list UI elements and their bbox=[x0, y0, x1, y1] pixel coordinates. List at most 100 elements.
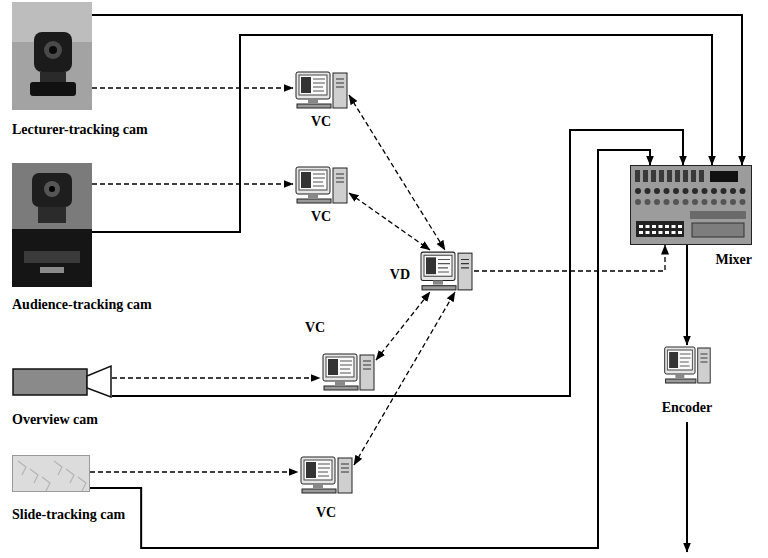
computer-tower bbox=[336, 174, 344, 182]
mixer-fader bbox=[635, 170, 640, 182]
computer-screen bbox=[328, 359, 338, 375]
mixer-knob bbox=[702, 188, 708, 194]
computer-screen bbox=[306, 462, 316, 478]
computer-node: Encoder bbox=[662, 345, 712, 385]
mixer-knob bbox=[730, 188, 736, 194]
computer-node: VC bbox=[298, 455, 354, 495]
camera-icon bbox=[12, 2, 92, 110]
computer-screen bbox=[424, 255, 452, 276]
computer-tower bbox=[360, 355, 374, 390]
mixer-button bbox=[665, 231, 669, 234]
control-link bbox=[92, 183, 293, 184]
node-label: VC bbox=[311, 209, 331, 224]
computer-node: VC bbox=[320, 352, 376, 392]
camera-body bbox=[13, 369, 87, 395]
computer-tower bbox=[333, 73, 347, 108]
computer-stand bbox=[675, 374, 684, 378]
computer-screen bbox=[669, 352, 678, 368]
mixer-knob bbox=[664, 188, 670, 194]
camera-lens bbox=[49, 46, 57, 54]
mixer-knob bbox=[702, 199, 708, 205]
video-link bbox=[90, 150, 650, 548]
mixer-knob bbox=[683, 188, 689, 194]
computer-icon bbox=[293, 165, 349, 205]
output-arrow bbox=[686, 422, 688, 552]
mixer-knob bbox=[635, 199, 641, 205]
mixer-knob bbox=[654, 188, 660, 194]
mixer-buttons bbox=[636, 221, 684, 237]
video-link bbox=[92, 15, 742, 165]
camera-housing bbox=[12, 229, 92, 287]
computer-tower bbox=[461, 259, 469, 267]
computer-node: VD bbox=[418, 250, 474, 292]
photo-texture bbox=[78, 477, 86, 491]
mixer-fader bbox=[667, 170, 672, 182]
photo-ground bbox=[12, 2, 92, 110]
computer-stand bbox=[335, 381, 345, 385]
mixer-panel bbox=[692, 223, 744, 237]
computer-icon bbox=[298, 455, 354, 495]
mixer-knob bbox=[730, 199, 736, 205]
computer-tower bbox=[336, 79, 344, 87]
mixer-knob bbox=[683, 199, 689, 205]
computer-screen bbox=[301, 172, 311, 188]
camera-node: Lecturer-tracking cam bbox=[12, 2, 92, 110]
camera-body bbox=[13, 456, 90, 492]
computer-keyboard bbox=[297, 104, 331, 108]
mixer-button bbox=[652, 225, 656, 228]
computer-stand bbox=[433, 280, 443, 284]
control-link bbox=[376, 292, 430, 360]
computer-icon bbox=[293, 70, 349, 110]
control-link bbox=[349, 193, 430, 250]
mixer-fader bbox=[643, 170, 648, 182]
computer-monitor bbox=[296, 72, 330, 99]
computer-keyboard bbox=[422, 286, 456, 290]
mixer-button bbox=[639, 225, 643, 228]
node-label: Audience-tracking cam bbox=[12, 297, 152, 312]
housing-panel bbox=[40, 267, 64, 273]
video-link bbox=[92, 35, 712, 232]
mixer-knob bbox=[711, 188, 717, 194]
camera-lens bbox=[44, 41, 62, 59]
computer-icon bbox=[662, 345, 712, 385]
photo-texture bbox=[30, 469, 38, 483]
node-label: Lecturer-tracking cam bbox=[12, 122, 148, 137]
mixer-button bbox=[652, 231, 656, 234]
mixer-knob bbox=[740, 188, 746, 194]
node-label: Encoder bbox=[662, 400, 713, 415]
photo-texture bbox=[54, 461, 62, 475]
computer-screen bbox=[301, 77, 311, 93]
camera-lens bbox=[49, 186, 55, 192]
housing-panel bbox=[24, 251, 80, 263]
mixer-button bbox=[646, 225, 650, 228]
mixer-knob bbox=[645, 188, 651, 194]
photo-texture bbox=[66, 469, 74, 483]
mixer-knob bbox=[664, 199, 670, 205]
camera-node: Slide-tracking cam bbox=[12, 455, 90, 492]
mixer-knob bbox=[654, 199, 660, 205]
computer-screen bbox=[304, 460, 332, 480]
computer-screen bbox=[299, 75, 327, 95]
photo-texture bbox=[42, 477, 50, 491]
mixer-knob bbox=[721, 199, 727, 205]
computer-keyboard bbox=[302, 489, 336, 493]
camera-icon bbox=[12, 163, 92, 287]
mixer-display bbox=[710, 171, 738, 182]
mixer-knob bbox=[711, 199, 717, 205]
control-link bbox=[90, 471, 298, 472]
computer-monitor bbox=[665, 347, 695, 374]
computer-screen bbox=[438, 259, 450, 272]
computer-stand bbox=[313, 484, 323, 488]
mixer-knob bbox=[645, 199, 651, 205]
camera-body bbox=[34, 32, 72, 72]
computer-keyboard bbox=[324, 386, 358, 390]
camera-mount bbox=[40, 72, 66, 82]
mixer-button bbox=[659, 225, 663, 228]
computer-node: VC bbox=[293, 165, 349, 205]
computer-keyboard bbox=[297, 199, 331, 203]
mixer-fader bbox=[675, 170, 680, 182]
camera-node: Audience-tracking cam bbox=[12, 163, 92, 287]
computer-tower bbox=[341, 464, 349, 472]
mixer-fader bbox=[683, 170, 688, 182]
